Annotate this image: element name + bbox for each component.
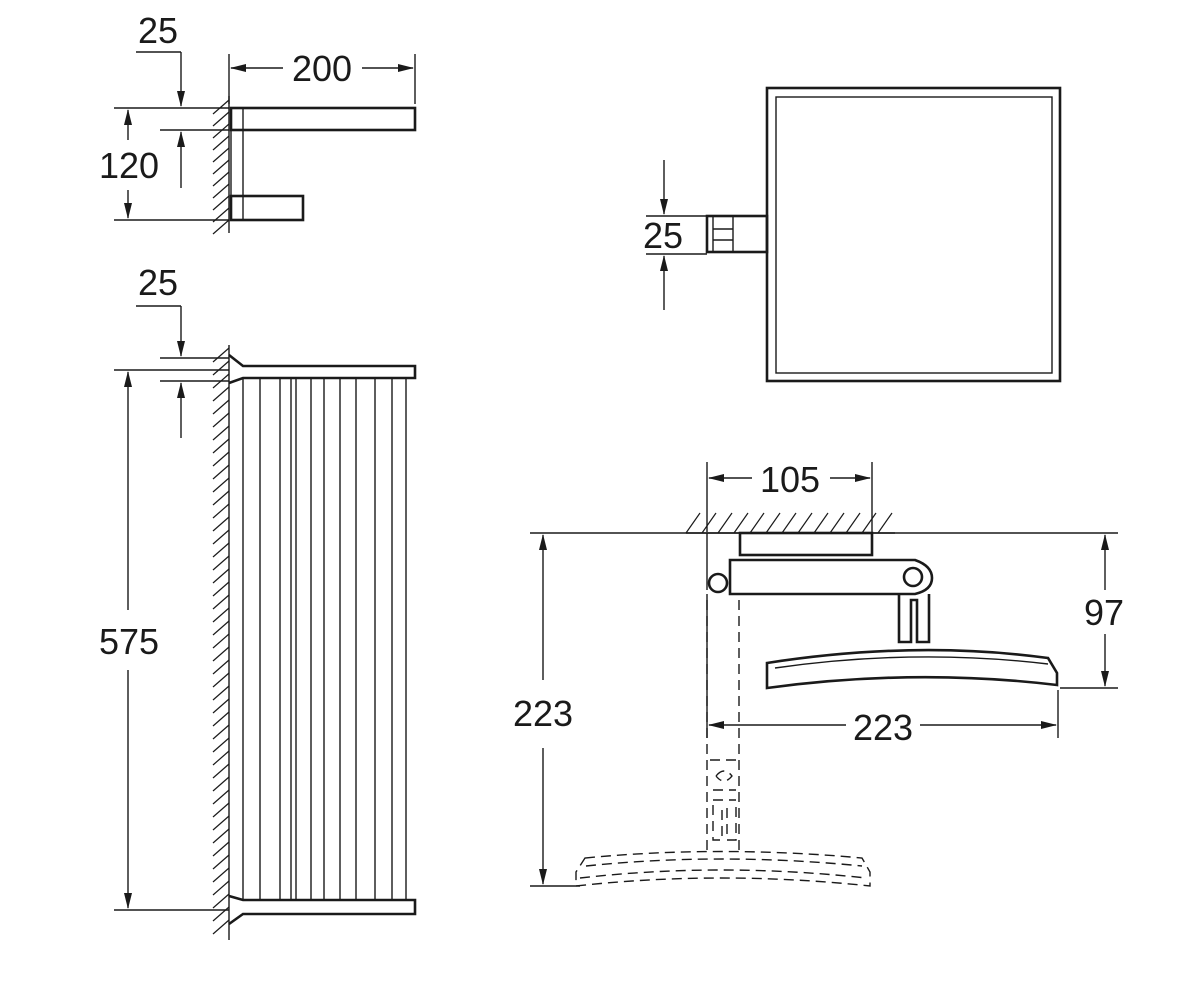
hatch-line <box>212 581 230 597</box>
hatch-line <box>813 512 829 534</box>
hatch-line <box>212 607 230 623</box>
hatch-line <box>212 347 230 363</box>
hatch-line <box>685 512 701 534</box>
hatch-line <box>212 750 230 766</box>
wall-hatch-top <box>212 99 230 235</box>
hatch-line <box>212 828 230 844</box>
dim-223-horizontal-label: 223 <box>853 707 913 748</box>
hatch-line <box>829 512 845 534</box>
hatch-line <box>212 880 230 896</box>
hatch-line <box>212 529 230 545</box>
hatch-line <box>212 672 230 688</box>
hatch-line <box>212 438 230 454</box>
hatch-line <box>212 542 230 558</box>
hatch-line <box>765 512 781 534</box>
hatch-line <box>212 503 230 519</box>
hatch-line <box>701 512 717 534</box>
dim-200-label: 200 <box>292 48 352 89</box>
hatch-line <box>212 568 230 584</box>
hatch-line <box>212 815 230 831</box>
dim-120-label: 120 <box>99 145 159 186</box>
hatch-line <box>212 841 230 857</box>
rack-bars <box>259 378 393 900</box>
hatch-line <box>212 724 230 740</box>
dim-105-label: 105 <box>760 459 820 500</box>
hatch-line <box>212 111 230 127</box>
hatch-line <box>212 698 230 714</box>
dim-25-mirror-label: 25 <box>643 215 683 256</box>
hatch-line <box>212 711 230 727</box>
hatch-line <box>212 464 230 480</box>
hatch-line <box>212 195 230 211</box>
hatch-line <box>861 512 877 534</box>
hatch-line <box>717 512 733 534</box>
hatch-line <box>212 412 230 428</box>
hatch-line <box>212 183 230 199</box>
hatch-line <box>212 360 230 376</box>
hatch-line <box>212 147 230 163</box>
dim-25-side-label: 25 <box>138 262 178 303</box>
dim-575-label: 575 <box>99 621 159 662</box>
hatch-line <box>212 135 230 151</box>
hatch-line <box>212 159 230 175</box>
hatch-line <box>212 477 230 493</box>
wall-hatch-mirror <box>685 512 893 534</box>
front-view: 25 575 <box>99 262 417 940</box>
hatch-line <box>212 867 230 883</box>
hatch-line <box>212 620 230 636</box>
hatch-line <box>212 219 230 235</box>
hatch-line <box>212 776 230 792</box>
hatch-line <box>877 512 893 534</box>
wall-hatch-side <box>212 347 230 935</box>
hatch-line <box>212 633 230 649</box>
mirror-front-view: 25 <box>643 86 1062 383</box>
hatch-line <box>212 399 230 415</box>
top-view: 200 25 120 <box>99 10 417 235</box>
hatch-line <box>212 171 230 187</box>
hatch-line <box>212 659 230 675</box>
hatch-line <box>212 893 230 909</box>
hatch-line <box>212 490 230 506</box>
hatch-line <box>781 512 797 534</box>
hatch-line <box>212 906 230 922</box>
hatch-line <box>212 123 230 139</box>
hatch-line <box>212 555 230 571</box>
hatch-line <box>212 646 230 662</box>
hatch-line <box>212 854 230 870</box>
hatch-line <box>212 99 230 115</box>
hatch-line <box>212 594 230 610</box>
hatch-line <box>212 425 230 441</box>
hatch-line <box>212 516 230 532</box>
hatch-line <box>212 802 230 818</box>
hatch-line <box>212 386 230 402</box>
hatch-line <box>212 763 230 779</box>
dim-223-vertical-label: 223 <box>513 693 573 734</box>
hatch-line <box>212 919 230 935</box>
hatch-line <box>212 451 230 467</box>
dim-97-label: 97 <box>1084 592 1124 633</box>
hatch-line <box>212 685 230 701</box>
hatch-line <box>797 512 813 534</box>
dim-25-top-label: 25 <box>138 10 178 51</box>
hatch-line <box>733 512 749 534</box>
mirror-top-view: 105 97 223 223 <box>513 459 1124 887</box>
hatch-line <box>749 512 765 534</box>
hatch-line <box>845 512 861 534</box>
hatch-line <box>212 789 230 805</box>
hatch-line <box>212 737 230 753</box>
